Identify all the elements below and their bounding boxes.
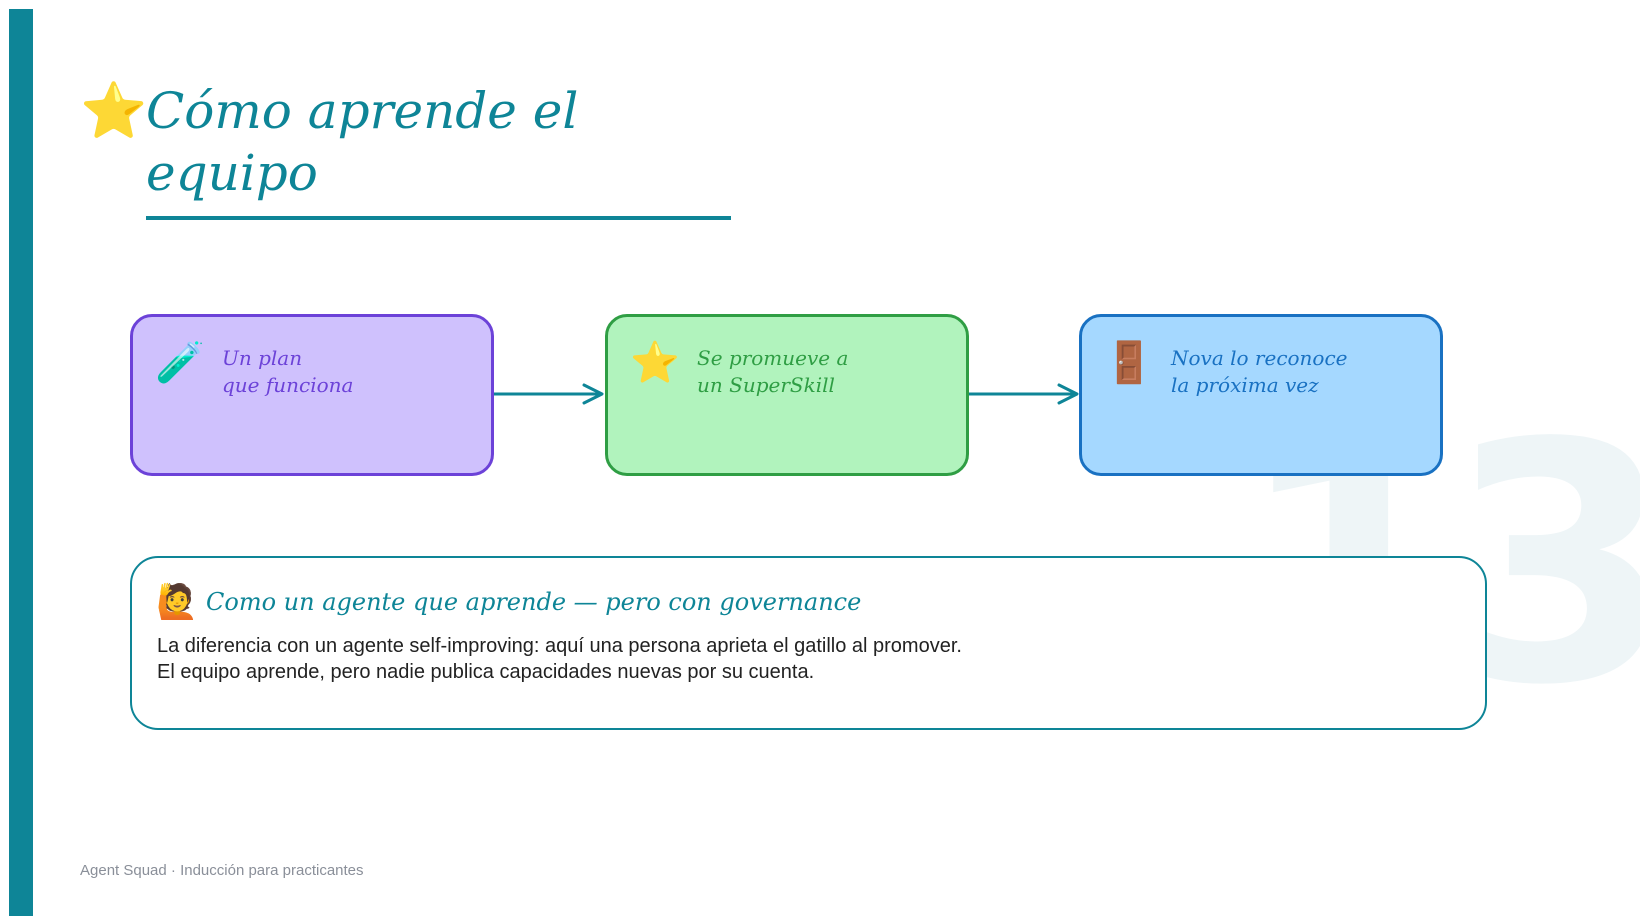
flow-step-label-line1: Se promueve a: [697, 346, 849, 370]
governance-callout: 🙋 Como un agente que aprende — pero con …: [130, 556, 1487, 730]
flow-step-label: Un plan que funciona: [222, 345, 353, 399]
callout-header: 🙋 Como un agente que aprende — pero con …: [156, 582, 861, 622]
flow-step-label-line2: que funciona: [222, 373, 354, 397]
flow-step-label-line2: la próxima vez: [1171, 373, 1319, 397]
callout-body: La diferencia con un agente self-improvi…: [157, 633, 962, 685]
arrow-promote-to-nova-head: [1057, 383, 1079, 405]
arrow-plan-to-promote-head: [582, 383, 604, 405]
flow-step-label-line1: Nova lo reconoce: [1171, 346, 1348, 370]
callout-title: Como un agente que aprende — pero con go…: [206, 588, 862, 616]
flow-step-label: Se promueve a un SuperSkill: [697, 345, 848, 399]
page-title: Cómo aprende el equipo: [146, 80, 731, 220]
flow-step-label-line1: Un plan: [222, 346, 303, 370]
flow-step-promote: ⭐ Se promueve a un SuperSkill: [605, 314, 969, 476]
flow-step-plan: 🧪 Un plan que funciona: [130, 314, 494, 476]
callout-body-line2: El equipo aprende, pero nadie publica ca…: [157, 661, 815, 683]
star-icon: ⭐: [80, 79, 148, 142]
callout-body-line1: La diferencia con un agente self-improvi…: [157, 635, 962, 657]
flow-step-label: Nova lo reconoce la próxima vez: [1171, 345, 1348, 399]
accent-side-bar: [9, 9, 33, 916]
test-tube-icon: 🧪: [155, 340, 205, 386]
flow-step-nova: 🚪 Nova lo reconoce la próxima vez: [1079, 314, 1443, 476]
person-raising-hand-icon: 🙋: [156, 582, 199, 622]
star-icon: ⭐: [630, 340, 680, 386]
door-icon: 🚪: [1104, 340, 1154, 386]
footer-caption: Agent Squad · Inducción para practicante…: [80, 862, 364, 879]
flow-step-label-line2: un SuperSkill: [697, 373, 835, 397]
title-row: ⭐ Cómo aprende el equipo: [80, 80, 731, 220]
